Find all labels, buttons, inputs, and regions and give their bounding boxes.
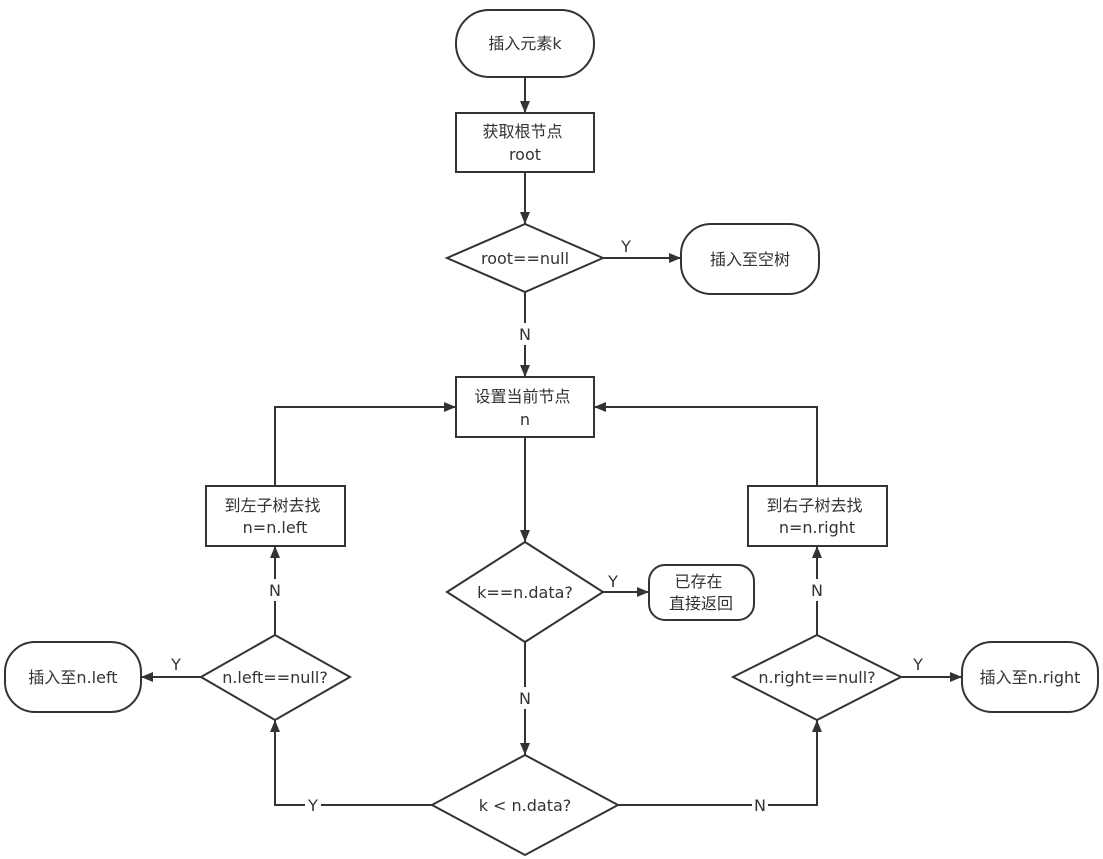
- node-label-line: 获取根节点: [482, 122, 562, 141]
- edge-label-right-null-no: N: [811, 581, 823, 600]
- decision-shape: [730, 633, 904, 722]
- process-shape: [455, 112, 595, 173]
- node-get-root: 获取根节点 root: [455, 112, 595, 173]
- node-k-lt: k < n.data?: [429, 753, 621, 857]
- terminal-shape: [648, 564, 755, 621]
- terminal-shape: [680, 223, 820, 295]
- node-label: 到左子树去找 n=n.left: [224, 496, 325, 537]
- edge-label-k-lt-no: N: [754, 796, 766, 815]
- edge-label-root-null-yes: Y: [620, 237, 631, 256]
- node-label: 到右子树去找 n=n.right: [766, 496, 867, 537]
- edge-go-right-to-set-current: [594, 402, 818, 486]
- edge-label-bg: [517, 323, 533, 345]
- node-label: 插入元素k: [488, 34, 562, 53]
- terminal-shape: [961, 641, 1099, 713]
- edge-label-left-null-yes: Y: [170, 655, 181, 674]
- node-root-null: root==null: [444, 222, 606, 294]
- terminal-shape: [455, 9, 595, 78]
- node-label: root==null: [481, 249, 569, 268]
- edge-label-bg: [305, 794, 321, 816]
- edge-label-k-eq-no: N: [519, 689, 531, 708]
- node-label-line: n=n.left: [243, 518, 308, 537]
- edge-label-k-eq-yes: Y: [607, 572, 618, 591]
- edge-label-bg: [267, 579, 283, 601]
- process-shape: [747, 485, 888, 547]
- node-exists: 已存在 直接返回: [648, 564, 755, 621]
- node-label-line: n=n.right: [779, 518, 855, 537]
- node-start: 插入元素k: [455, 9, 595, 78]
- decision-shape: [198, 633, 353, 722]
- node-label: 已存在 直接返回: [669, 572, 733, 613]
- node-label: k < n.data?: [479, 796, 572, 815]
- process-shape: [455, 376, 595, 438]
- edge-label-bg: [752, 794, 768, 816]
- decision-shape: [445, 540, 605, 644]
- node-label: 插入至空树: [710, 250, 790, 269]
- node-label-line: 到右子树去找: [766, 496, 862, 515]
- decision-shape: [444, 222, 606, 294]
- node-label: 获取根节点 root: [482, 122, 567, 164]
- node-label-line: 设置当前节点: [474, 387, 570, 406]
- edge-k-lt-to-left-null: [270, 720, 432, 806]
- node-label: 设置当前节点 n: [474, 387, 575, 429]
- edge-label-k-lt-yes: Y: [307, 796, 318, 815]
- node-label: k==n.data?: [477, 583, 573, 602]
- node-label-line: 直接返回: [669, 594, 733, 613]
- node-k-eq: k==n.data?: [445, 540, 605, 644]
- node-go-left: 到左子树去找 n=n.left: [205, 485, 346, 547]
- node-label-line: n: [520, 410, 530, 429]
- node-label-line: 到左子树去找: [224, 496, 320, 515]
- node-right-null: n.right==null?: [730, 633, 904, 722]
- edge-label-left-null-no: N: [269, 581, 281, 600]
- node-label: n.right==null?: [758, 668, 875, 687]
- node-insert-empty: 插入至空树: [680, 223, 820, 295]
- node-label-line: root: [509, 145, 541, 164]
- edge-label-bg: [517, 687, 533, 709]
- edge-label-bg: [809, 579, 825, 601]
- node-insert-left: 插入至n.left: [4, 641, 142, 713]
- node-left-null: n.left==null?: [198, 633, 353, 722]
- terminal-shape: [4, 641, 142, 713]
- node-label: 插入至n.right: [980, 668, 1081, 687]
- node-set-current: 设置当前节点 n: [455, 376, 595, 438]
- node-go-right: 到右子树去找 n=n.right: [747, 485, 888, 547]
- edge-k-lt-to-right-null: [618, 720, 822, 806]
- node-label: n.left==null?: [222, 668, 328, 687]
- node-label-line: 已存在: [674, 572, 722, 591]
- decision-shape: [429, 753, 621, 857]
- edge-label-right-null-yes: Y: [912, 655, 923, 674]
- edge-label-root-null-no: N: [519, 325, 531, 344]
- node-insert-right: 插入至n.right: [961, 641, 1099, 713]
- node-label: 插入至n.left: [28, 668, 117, 687]
- process-shape: [205, 485, 346, 547]
- edge-labels: Y N Y N Y N Y N Y N: [170, 237, 923, 816]
- edge-go-left-to-set-current: [274, 402, 456, 486]
